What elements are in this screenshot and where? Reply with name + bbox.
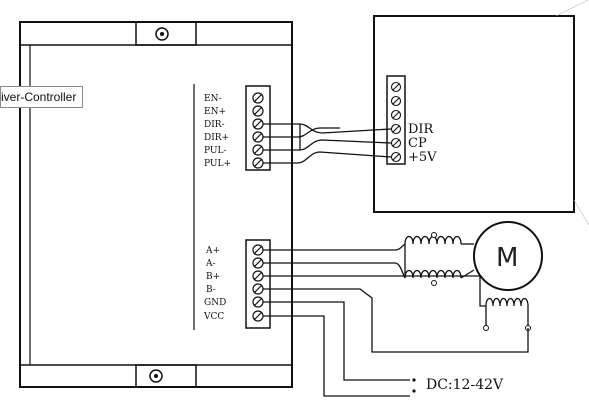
driver-controller-tag: iver-Controller [0,86,84,108]
controller-label-5v: +5V [408,150,437,165]
pin-label-b-plus: B+ [206,272,220,282]
pin-label-en-minus: EN- [204,94,222,104]
pin-label-a-plus: A+ [205,246,220,256]
controller-label-dir: DIR [408,122,435,137]
pin-label-en-plus: EN+ [204,107,226,117]
pin-label-gnd: GND [204,298,226,308]
coil-tap-dot [431,280,437,286]
mount-screw-icon [155,27,169,41]
driver-control-terminal [245,85,271,171]
controller-box [373,0,589,226]
coil-b-icon [485,297,529,328]
pin-label-dir-plus: DIR+ [204,133,229,143]
motor-label: M [496,243,518,273]
motor-wires [263,243,529,397]
coil-tap-dot [431,232,437,238]
pin-label-a-minus: A- [205,259,216,269]
controller-terminal [386,75,406,165]
mount-screw-icon [149,369,163,383]
driver-power-terminal [245,239,271,329]
power-supply-label: DC:12-42V [426,377,504,393]
stepper-motor [473,221,543,291]
controller-label-cp: CP [408,136,427,151]
coil-a-icon [404,235,475,279]
pin-label-dir-minus: DIR- [204,120,225,130]
pin-label-pul-plus: PUL+ [204,159,231,169]
pin-label-vcc: VCC [203,312,224,322]
pin-label-b-minus: B- [206,285,216,295]
pin-label-pul-minus: PUL- [204,146,227,156]
coil-tap-dot [483,325,489,331]
driver-body [19,21,293,388]
power-terminal-dots [412,378,416,393]
signal-wires [263,123,392,164]
